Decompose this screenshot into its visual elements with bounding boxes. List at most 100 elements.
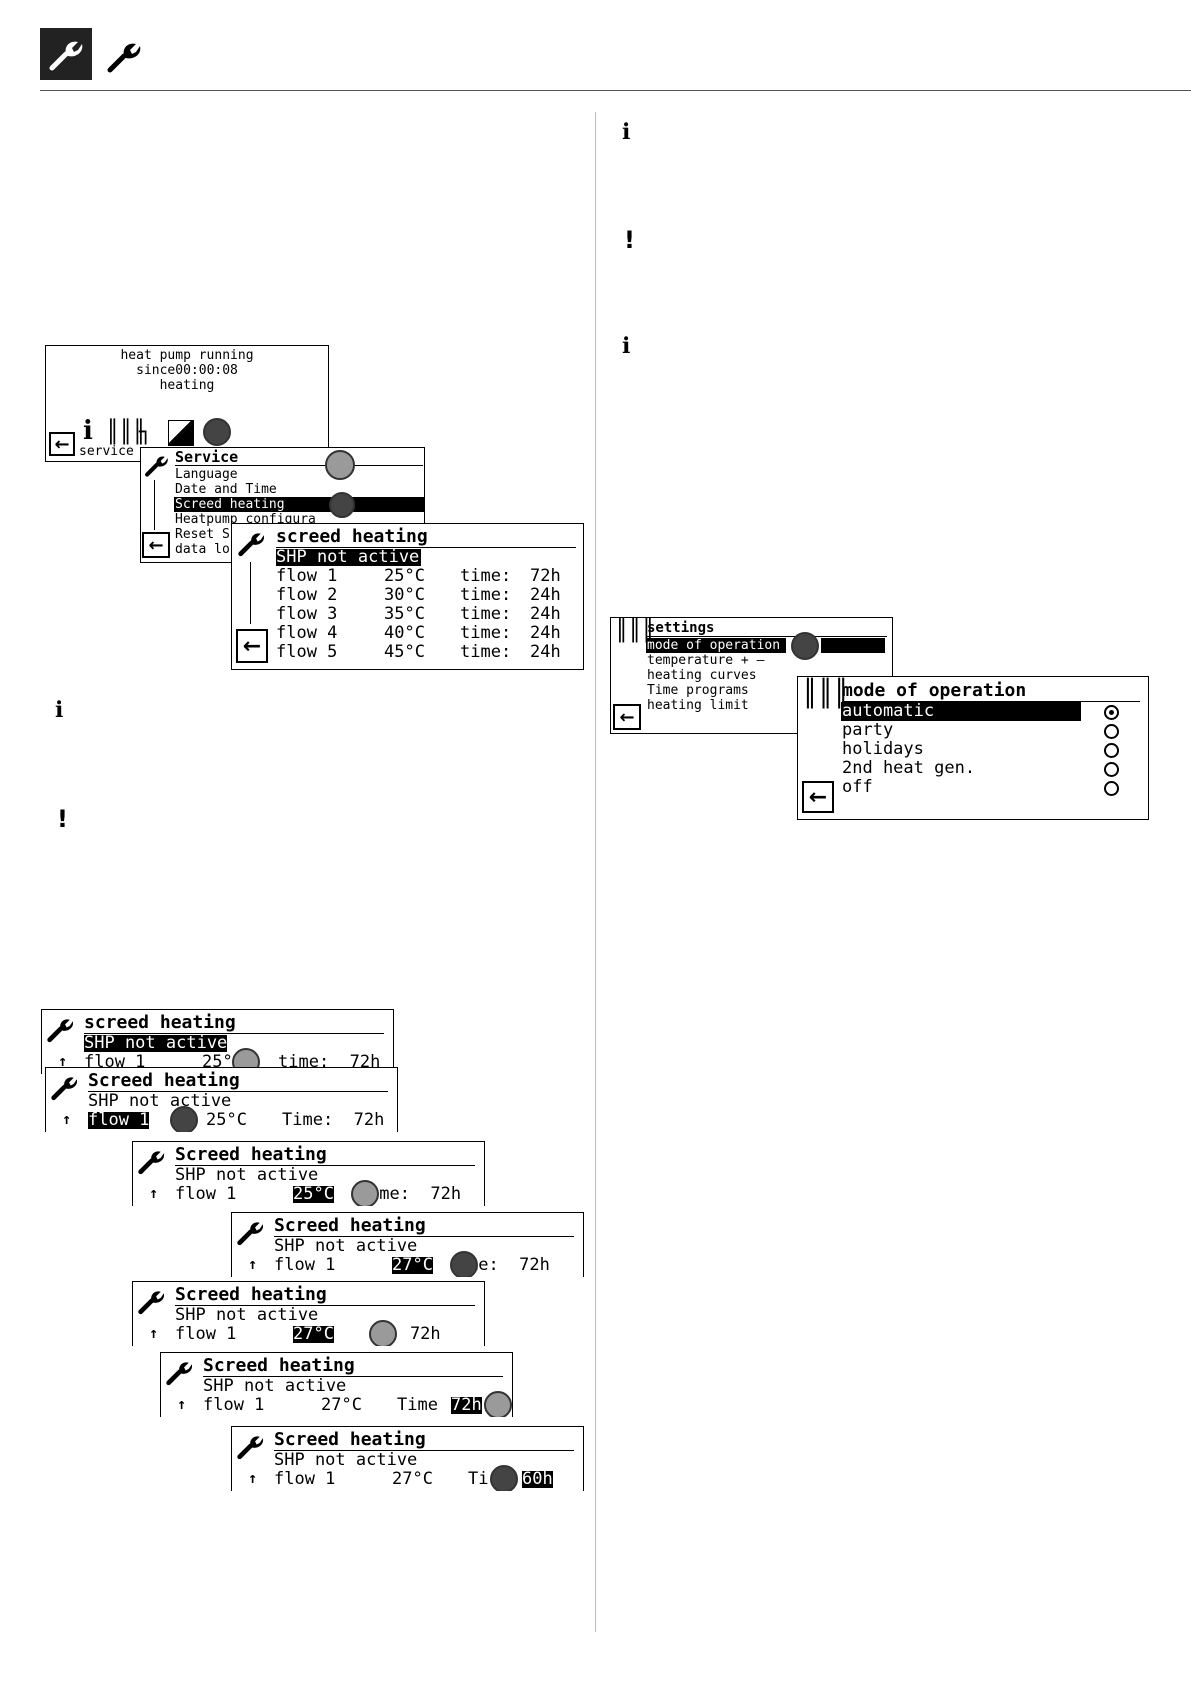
flow-label[interactable]: flow 1 bbox=[175, 1324, 237, 1344]
rotary-knob-icon bbox=[369, 1320, 397, 1346]
menu-item-selected[interactable]: Screed heating bbox=[175, 497, 285, 512]
option-radio[interactable] bbox=[1104, 743, 1119, 758]
flow-time[interactable]: 24h bbox=[530, 642, 561, 662]
flow-label[interactable]: flow 1 bbox=[203, 1395, 265, 1415]
flow-label[interactable]: flow 5 bbox=[276, 642, 338, 662]
screen-title: screed heating bbox=[276, 526, 428, 547]
flow-temp[interactable]: 27°C bbox=[321, 1395, 362, 1415]
menu-item[interactable]: heating curves bbox=[647, 668, 757, 683]
flow-label[interactable]: flow 1 bbox=[276, 566, 338, 586]
menu-item[interactable]: Reset S bbox=[175, 527, 230, 542]
wrench-icon bbox=[138, 1151, 165, 1175]
option-label[interactable]: holidays bbox=[842, 739, 924, 759]
option-label[interactable]: off bbox=[842, 777, 873, 797]
flow-label[interactable]: flow 1 bbox=[84, 1052, 146, 1072]
back-arrow-button[interactable]: ← bbox=[49, 432, 75, 456]
time-label: time: bbox=[460, 566, 512, 586]
option-label[interactable]: party bbox=[842, 720, 894, 740]
flow-temp[interactable]: 45°C bbox=[384, 642, 425, 662]
menu-item[interactable]: Time programs bbox=[647, 683, 749, 698]
time-label: time: bbox=[460, 604, 512, 624]
status-line: heat pump running bbox=[120, 348, 254, 363]
option-radio[interactable] bbox=[1104, 724, 1119, 739]
scroll-arrow-icon: ↑ bbox=[248, 1255, 258, 1273]
service-menu-screen: Service Language Date and Time Screed he… bbox=[140, 447, 425, 563]
flow-temp[interactable]: 27°C bbox=[392, 1469, 433, 1489]
scroll-bar[interactable] bbox=[250, 562, 251, 624]
flow-label[interactable]: flow 1 bbox=[88, 1110, 150, 1130]
service-knob-icon[interactable] bbox=[203, 418, 231, 446]
back-arrow-button[interactable]: ← bbox=[142, 532, 170, 558]
menu-item[interactable]: Language bbox=[175, 467, 238, 482]
info-icon[interactable]: i bbox=[83, 416, 93, 446]
flow-time[interactable]: time: 72h bbox=[278, 1052, 381, 1072]
shp-status: SHP not active bbox=[88, 1091, 232, 1111]
wrench-icon bbox=[145, 456, 168, 477]
flow-temp[interactable]: 27°C bbox=[293, 1324, 334, 1344]
flow-temp[interactable]: 27°C bbox=[392, 1255, 433, 1275]
flow-time[interactable]: 72h bbox=[530, 566, 561, 586]
flow-temp[interactable]: 25° bbox=[202, 1052, 233, 1072]
back-arrow-button[interactable]: ← bbox=[613, 704, 641, 730]
option-radio[interactable] bbox=[1104, 705, 1119, 720]
screen-title: Screed heating bbox=[175, 1144, 327, 1165]
time-label: time: bbox=[460, 642, 512, 662]
rotary-knob-icon bbox=[351, 1180, 379, 1206]
rotary-knob-icon bbox=[490, 1465, 518, 1491]
menu-item[interactable]: heating limit bbox=[647, 698, 749, 713]
time-label: Ti bbox=[468, 1469, 489, 1489]
flow-label[interactable]: flow 4 bbox=[276, 623, 338, 643]
back-arrow-button[interactable]: ← bbox=[236, 629, 268, 663]
title-rule bbox=[274, 1236, 574, 1237]
title-rule bbox=[84, 1033, 384, 1034]
radiator-icon[interactable]: ║║║ bbox=[106, 420, 146, 445]
flow-time[interactable]: me: 72h bbox=[468, 1255, 550, 1275]
flow-time[interactable]: 24h bbox=[530, 623, 561, 643]
menu-item[interactable]: Date and Time bbox=[175, 482, 277, 497]
shp-status: SHP not active bbox=[175, 1305, 319, 1325]
scroll-bar[interactable] bbox=[154, 480, 155, 530]
flow-label[interactable]: flow 2 bbox=[276, 585, 338, 605]
screen-title: settings bbox=[647, 620, 715, 636]
time-label: Time bbox=[397, 1395, 438, 1415]
rotary-knob-icon bbox=[484, 1391, 512, 1417]
menu-item-selected[interactable]: mode of operation bbox=[647, 638, 781, 653]
status-line: since00:00:08 bbox=[136, 363, 238, 378]
screen-title: Screed heating bbox=[274, 1429, 426, 1450]
rotary-knob-icon bbox=[329, 492, 355, 518]
flow-time[interactable]: 24h bbox=[530, 585, 561, 605]
option-radio[interactable] bbox=[1104, 781, 1119, 796]
option-label[interactable]: 2nd heat gen. bbox=[842, 758, 976, 778]
screen-title: Screed heating bbox=[274, 1215, 426, 1236]
flow-time[interactable]: 60h bbox=[522, 1469, 553, 1489]
flow-time[interactable]: Time: 72h bbox=[282, 1110, 385, 1130]
flow-label[interactable]: flow 1 bbox=[274, 1469, 336, 1489]
flow-temp[interactable]: 30°C bbox=[384, 585, 425, 605]
flow-time[interactable]: 24h bbox=[530, 604, 561, 624]
flow-label[interactable]: flow 1 bbox=[175, 1184, 237, 1204]
flow-temp[interactable]: 25°C bbox=[206, 1110, 247, 1130]
menu-item[interactable]: data lo bbox=[175, 542, 230, 557]
back-arrow-button[interactable]: ← bbox=[802, 781, 834, 813]
flow-label[interactable]: flow 3 bbox=[276, 604, 338, 624]
cooling-icon[interactable] bbox=[168, 420, 194, 446]
flow-temp[interactable]: 25°C bbox=[293, 1184, 334, 1204]
wrench-icon bbox=[238, 533, 265, 557]
flow-temp[interactable]: 25°C bbox=[384, 566, 425, 586]
flow-temp[interactable]: 40°C bbox=[384, 623, 425, 643]
menu-item[interactable]: Heatpump configura bbox=[175, 512, 316, 527]
option-label[interactable]: automatic bbox=[842, 701, 935, 721]
flow-time[interactable]: ime: 72h bbox=[369, 1184, 462, 1204]
info-icon: ℹ bbox=[55, 698, 64, 723]
flow-temp[interactable]: 35°C bbox=[384, 604, 425, 624]
flow-label[interactable]: flow 1 bbox=[274, 1255, 336, 1275]
tap-icon[interactable]: ┐ bbox=[139, 420, 153, 445]
screen-title: screed heating bbox=[84, 1012, 236, 1033]
option-radio[interactable] bbox=[1104, 762, 1119, 777]
menu-item[interactable]: temperature + – bbox=[647, 653, 765, 668]
flow-time[interactable]: 72h bbox=[451, 1395, 482, 1415]
